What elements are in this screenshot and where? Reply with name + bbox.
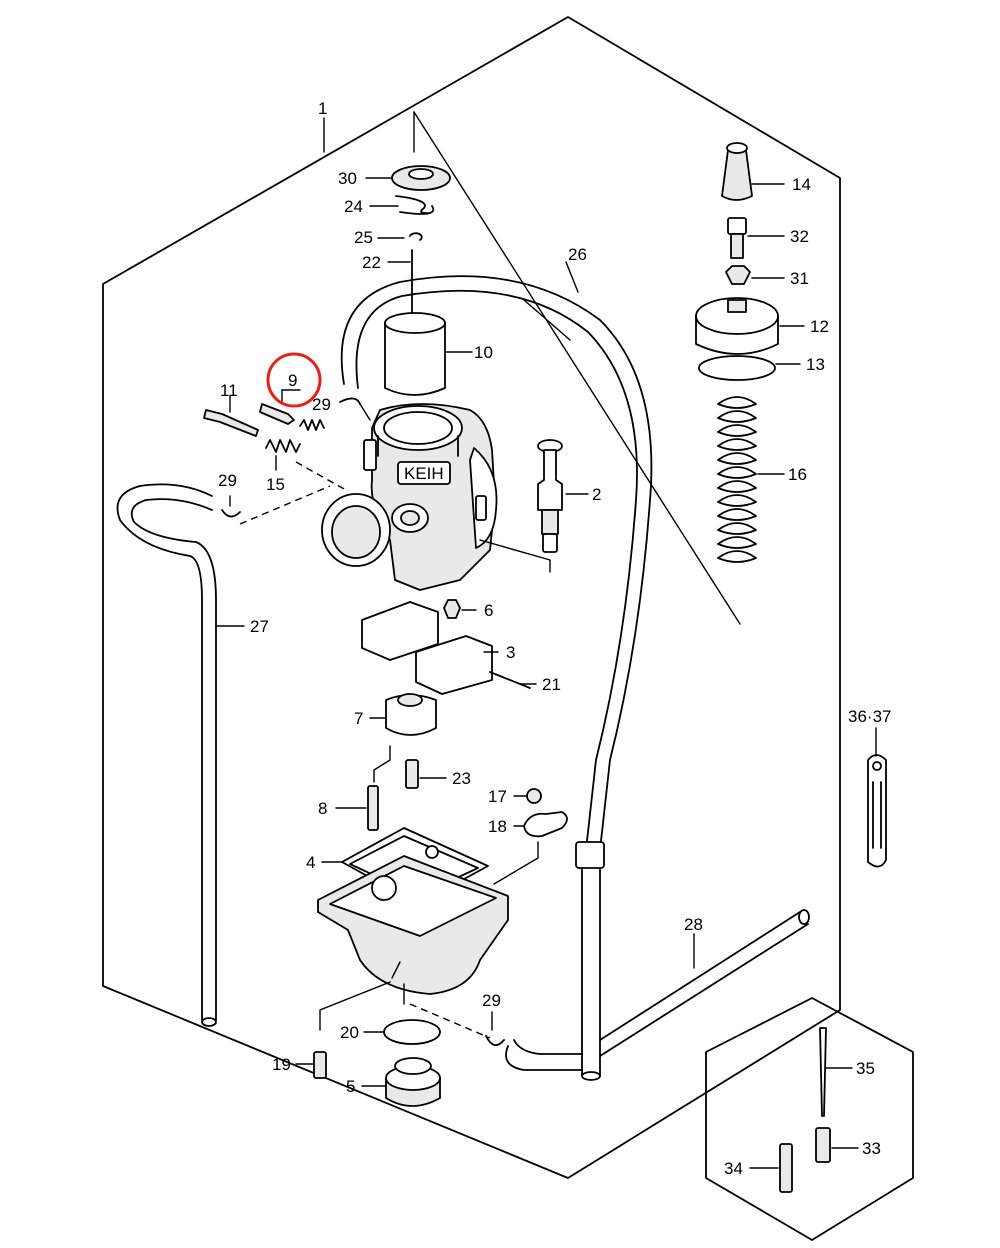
label-13: 13	[806, 355, 825, 374]
part-29-clip-top	[339, 397, 371, 421]
part-4-float-bowl	[317, 827, 509, 1005]
part-24-clip	[369, 195, 435, 215]
label-23: 23	[452, 769, 471, 788]
part-23-jet	[405, 759, 447, 789]
part-29-clip-bottom	[485, 1011, 505, 1046]
label-17: 17	[488, 787, 507, 806]
label-31: 31	[790, 269, 809, 288]
label-9: 9	[288, 371, 297, 390]
part-25-eclip	[377, 232, 423, 241]
label-15: 15	[266, 475, 285, 494]
label-22: 22	[362, 253, 381, 272]
label-21: 21	[542, 675, 561, 694]
part-31-nut	[725, 265, 785, 285]
part-33-jet	[815, 1127, 859, 1163]
label-20: 20	[340, 1023, 359, 1042]
label-14: 14	[792, 175, 811, 194]
part-16-spring	[717, 396, 785, 563]
part-14-cap	[721, 142, 785, 201]
part-labels: 1 30 24 25 22 26 10 9 29 11 15 29 2 14 3…	[218, 99, 891, 1178]
part-8-main-jet	[335, 785, 379, 831]
label-35: 35	[856, 1059, 875, 1078]
label-34: 34	[724, 1159, 743, 1178]
label-3: 3	[506, 643, 515, 662]
inset-frame	[705, 997, 914, 1241]
label-33: 33	[862, 1139, 881, 1158]
part-36-37-bracket	[867, 727, 887, 868]
part-18-bracket	[493, 811, 568, 885]
leader-diagonal	[413, 111, 741, 625]
part-10-throttle-slide	[384, 312, 473, 396]
label-6: 6	[484, 601, 493, 620]
part-2-choke-plunger	[537, 439, 589, 553]
label-25: 25	[354, 228, 373, 247]
label-12: 12	[810, 317, 829, 336]
part-13-oring	[698, 355, 801, 381]
part-3-float	[361, 601, 499, 695]
label-2: 2	[592, 485, 601, 504]
label-24: 24	[344, 197, 363, 216]
label-7: 7	[354, 709, 363, 728]
label-11: 11	[220, 381, 238, 400]
label-5: 5	[346, 1077, 355, 1096]
label-18: 18	[488, 817, 507, 836]
part-21-pin	[489, 671, 537, 689]
part-5-drain-plug	[361, 1057, 441, 1107]
part-28-hose	[505, 909, 810, 1071]
part-6-jet	[443, 599, 477, 619]
part-32-adjuster	[727, 217, 785, 259]
label-27: 27	[250, 617, 269, 636]
part-27-hose	[116, 483, 245, 1027]
part-12-top-cap	[695, 297, 805, 355]
assembly-frame	[102, 16, 841, 1179]
label-10: 10	[474, 343, 493, 362]
label-4: 4	[306, 853, 315, 872]
label-19: 19	[272, 1055, 291, 1074]
highlight-circle	[266, 352, 322, 408]
keihin-logo: KEIH	[404, 464, 444, 483]
part-30-washer	[365, 165, 451, 191]
part-17-screw	[513, 788, 542, 804]
part-9-spring	[299, 419, 325, 431]
part-29-clip-left	[221, 495, 241, 518]
part-11-screw	[203, 395, 259, 437]
label-26: 26	[568, 245, 587, 264]
label-29-top: 29	[312, 395, 331, 414]
label-29-left: 29	[218, 471, 237, 490]
part-20-oring	[363, 1019, 441, 1045]
part-7-float-pivot	[369, 693, 437, 783]
part-34-jet	[749, 1143, 793, 1193]
carburetor-body: KEIH	[321, 403, 498, 591]
label-36-37: 36·37	[848, 707, 891, 726]
part-26-hose-lower	[575, 841, 605, 1081]
label-32: 32	[790, 227, 809, 246]
label-8: 8	[318, 799, 327, 818]
label-16: 16	[788, 465, 807, 484]
part-19-screw	[295, 1051, 327, 1079]
label-1: 1	[318, 99, 327, 118]
label-28: 28	[684, 915, 703, 934]
part-15-spring	[265, 439, 347, 491]
part-35-needle	[819, 1027, 853, 1117]
label-30: 30	[338, 169, 357, 188]
label-29-bottom: 29	[482, 991, 501, 1010]
